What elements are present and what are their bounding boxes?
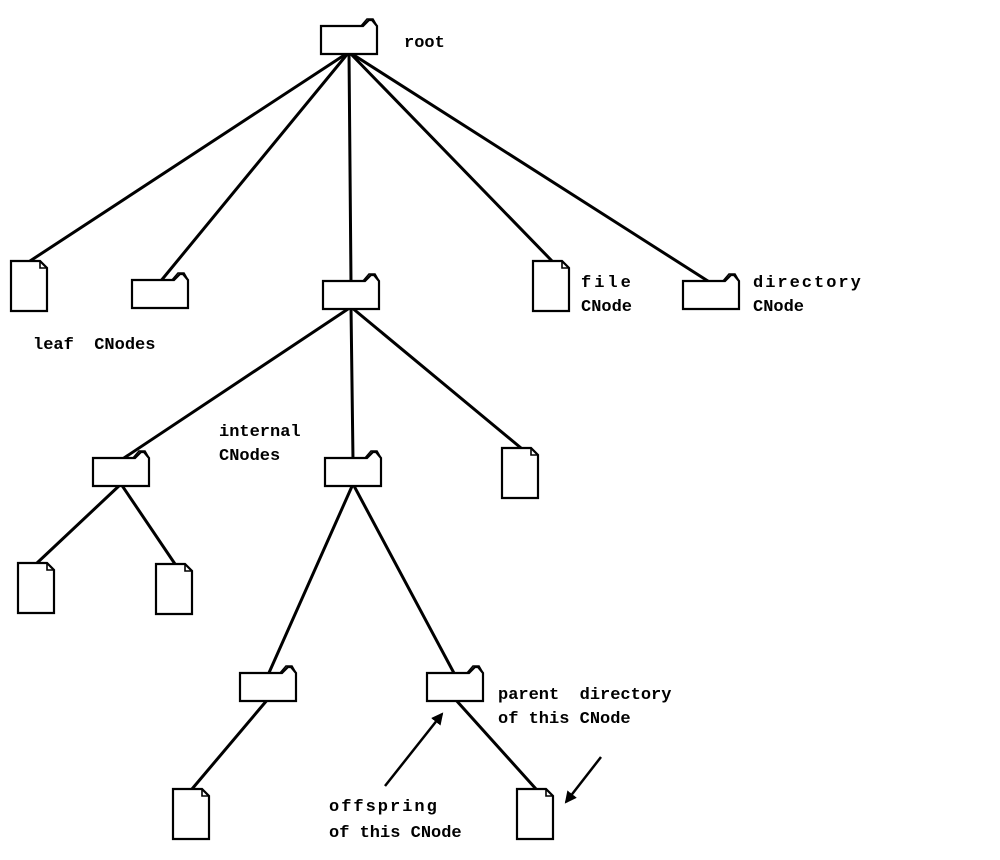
tree-edges (28, 50, 713, 791)
dir-lower-left-folder-icon (91, 450, 151, 488)
edge-root-to-dir-left (158, 50, 351, 284)
edge-dir-bottom-left-to-file-bottom-left (190, 697, 270, 791)
edge-dir-lower-center-to-dir-parent (351, 482, 457, 677)
directory-cnode-folder-icon (681, 273, 741, 311)
file-right-of-internal-file-icon (500, 446, 540, 500)
label-root: root (404, 34, 445, 53)
internal-center-folder-icon (321, 273, 381, 311)
parent-arrow (564, 756, 602, 804)
label-parent-line2: of this CNode (498, 710, 631, 729)
dir-bottom-left-folder-icon (238, 665, 298, 703)
dir-parent-folder-icon (425, 665, 485, 703)
edge-root-to-directory-cnode (347, 50, 713, 285)
diagram-labels: root leaf CNodes file CNode directory CN… (33, 34, 863, 843)
annotation-arrows (384, 712, 602, 804)
label-internal-line2: CNodes (219, 447, 280, 466)
dir-lower-center-folder-icon (323, 450, 383, 488)
edge-root-to-internal-center (347, 50, 353, 285)
file-ll-a-file-icon (16, 561, 56, 615)
label-directory-line2: CNode (753, 298, 804, 317)
edge-dir-parent-to-file-offspring (453, 697, 538, 791)
edge-dir-lower-left-to-file-ll-b (119, 482, 177, 566)
file-cnode-file-icon (531, 259, 571, 313)
root-folder-icon (319, 18, 379, 56)
edge-dir-lower-left-to-file-ll-a (35, 482, 123, 565)
edge-internal-center-to-file-right-of-internal (349, 305, 523, 450)
offspring-arrow (384, 712, 444, 787)
file-offspring-file-icon (515, 787, 555, 841)
file-ll-b-file-icon (154, 562, 194, 616)
tree-nodes (9, 18, 741, 841)
label-internal-line1: internal (219, 423, 301, 442)
label-parent-line1: parent directory (498, 686, 671, 705)
label-offspring-line1: offspring (329, 798, 439, 817)
label-offspring-line2: of this CNode (329, 824, 462, 843)
leaf-file-left-file-icon (9, 259, 49, 313)
label-directory-line1: directory (753, 274, 863, 293)
dir-left-folder-icon (130, 272, 190, 310)
edge-root-to-file-cnode (347, 50, 554, 263)
file-bottom-left-file-icon (171, 787, 211, 841)
edge-internal-center-to-dir-lower-center (349, 305, 355, 462)
edge-root-to-leaf-file-left (28, 50, 351, 263)
label-leaf-cnodes: leaf CNodes (33, 336, 155, 355)
label-file-line1: file (581, 274, 634, 293)
label-file-line2: CNode (581, 298, 632, 317)
edge-internal-center-to-dir-lower-left (119, 305, 353, 462)
edge-dir-lower-center-to-dir-bottom-left (266, 482, 355, 677)
